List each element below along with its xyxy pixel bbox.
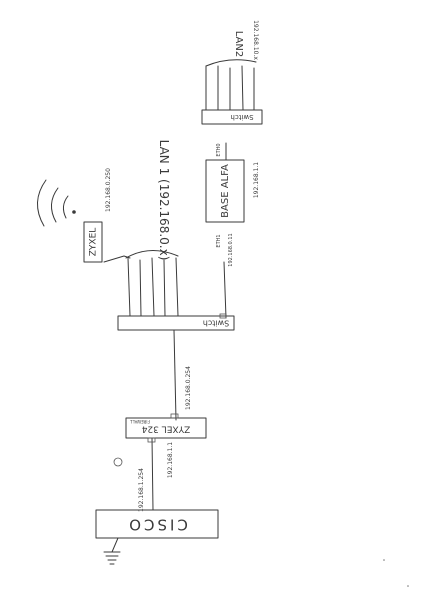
zyxel-firewall: ZYXEL 324 FIREWALL 192.168.0.254 192.168… (125, 366, 207, 478)
zyxel-firewall-sub: FIREWALL (129, 419, 149, 424)
link-zyxel-cisco (151, 437, 154, 511)
base-alfa-eth1: ETH1 (216, 234, 222, 247)
base-alfa-label: BASE ALFA (220, 164, 231, 218)
zyxel-ap-label: ZYXEL (89, 228, 99, 257)
base-alfa-eth0: ETH0 (216, 143, 222, 156)
pencil-speck (383, 559, 385, 561)
base-alfa-eth1-address: 192.168.0.11 (228, 233, 234, 266)
switch-2: Switch (201, 109, 263, 125)
lan-1-cables (127, 257, 179, 317)
lan-1-label: LAN 1 (192.168.0.x) (157, 140, 171, 261)
zyxel-firewall-box (125, 417, 207, 439)
zyxel-access-point: ZYXEL 192.168.0.250 (37, 168, 112, 263)
lan-2: LAN2 192.168.10.x (205, 20, 259, 111)
zyxel-ap-box (83, 221, 103, 263)
lan-1: LAN 1 (192.168.0.x) (125, 140, 179, 317)
zyxel-lan-address: 192.168.0.254 (185, 366, 192, 410)
link-switch1-zyxel (173, 329, 177, 421)
link-basealfa-switch1 (223, 261, 227, 319)
wifi-icon (72, 210, 76, 214)
zyxel-wan-address: 192.168.1.1 (167, 442, 174, 478)
lan-1-brace (125, 250, 179, 259)
wifi-arc-3 (37, 179, 47, 227)
lan-2-cables (205, 65, 255, 111)
wifi-arc-1 (62, 195, 69, 219)
cisco-router-box (95, 509, 219, 539)
ground-icon (103, 537, 121, 565)
cisco-label: CISCO (126, 516, 188, 534)
switch-2-box (201, 109, 263, 125)
switch-1: Switch (117, 313, 235, 331)
base-alfa-box (205, 159, 245, 223)
zyxel-port-top (170, 413, 179, 419)
lan-2-brace (205, 59, 257, 67)
switch-1-port (219, 313, 227, 319)
circled-mark (113, 457, 123, 467)
cisco-address: 192.168.1.254 (138, 468, 145, 512)
pencil-speck (407, 585, 409, 587)
zyxel-firewall-label: ZYXEL 324 (141, 424, 190, 434)
lan-2-label: LAN2 (233, 31, 244, 57)
base-alfa: BASE ALFA ETH1 192.168.0.11 ETH0 192.168… (205, 143, 260, 267)
zyxel-ap-address: 192.168.0.250 (105, 168, 112, 212)
switch-1-label: Switch (203, 319, 229, 328)
zyxel-port-bottom (147, 437, 156, 443)
link-zyxelap-lan1 (103, 255, 131, 263)
switch-2-label: Switch (230, 113, 253, 121)
wifi-arc-2 (51, 187, 59, 223)
base-alfa-eth0-address: 192.168.1.1 (253, 162, 260, 198)
switch-1-box (117, 315, 235, 331)
cisco-router: CISCO 192.168.1.254 (95, 457, 219, 565)
lan-2-address: 192.168.10.x (252, 20, 259, 60)
